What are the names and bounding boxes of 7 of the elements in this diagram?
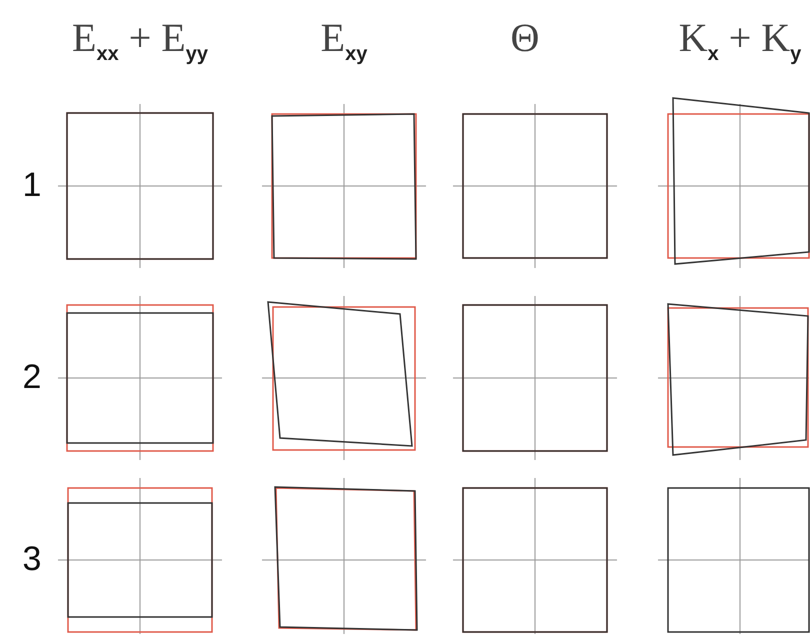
column-heading: Θ <box>510 18 540 58</box>
row-number: 3 <box>22 542 42 576</box>
column-heading: E$_{xy}$ <box>320 18 368 64</box>
column-heading: K$_{x}$ + K$_{y}$ <box>678 18 802 64</box>
column-heading: E$_{xx}$ + E$_{yy}$ <box>72 18 208 64</box>
row-number: 2 <box>22 360 42 394</box>
row-number: 1 <box>22 168 42 202</box>
